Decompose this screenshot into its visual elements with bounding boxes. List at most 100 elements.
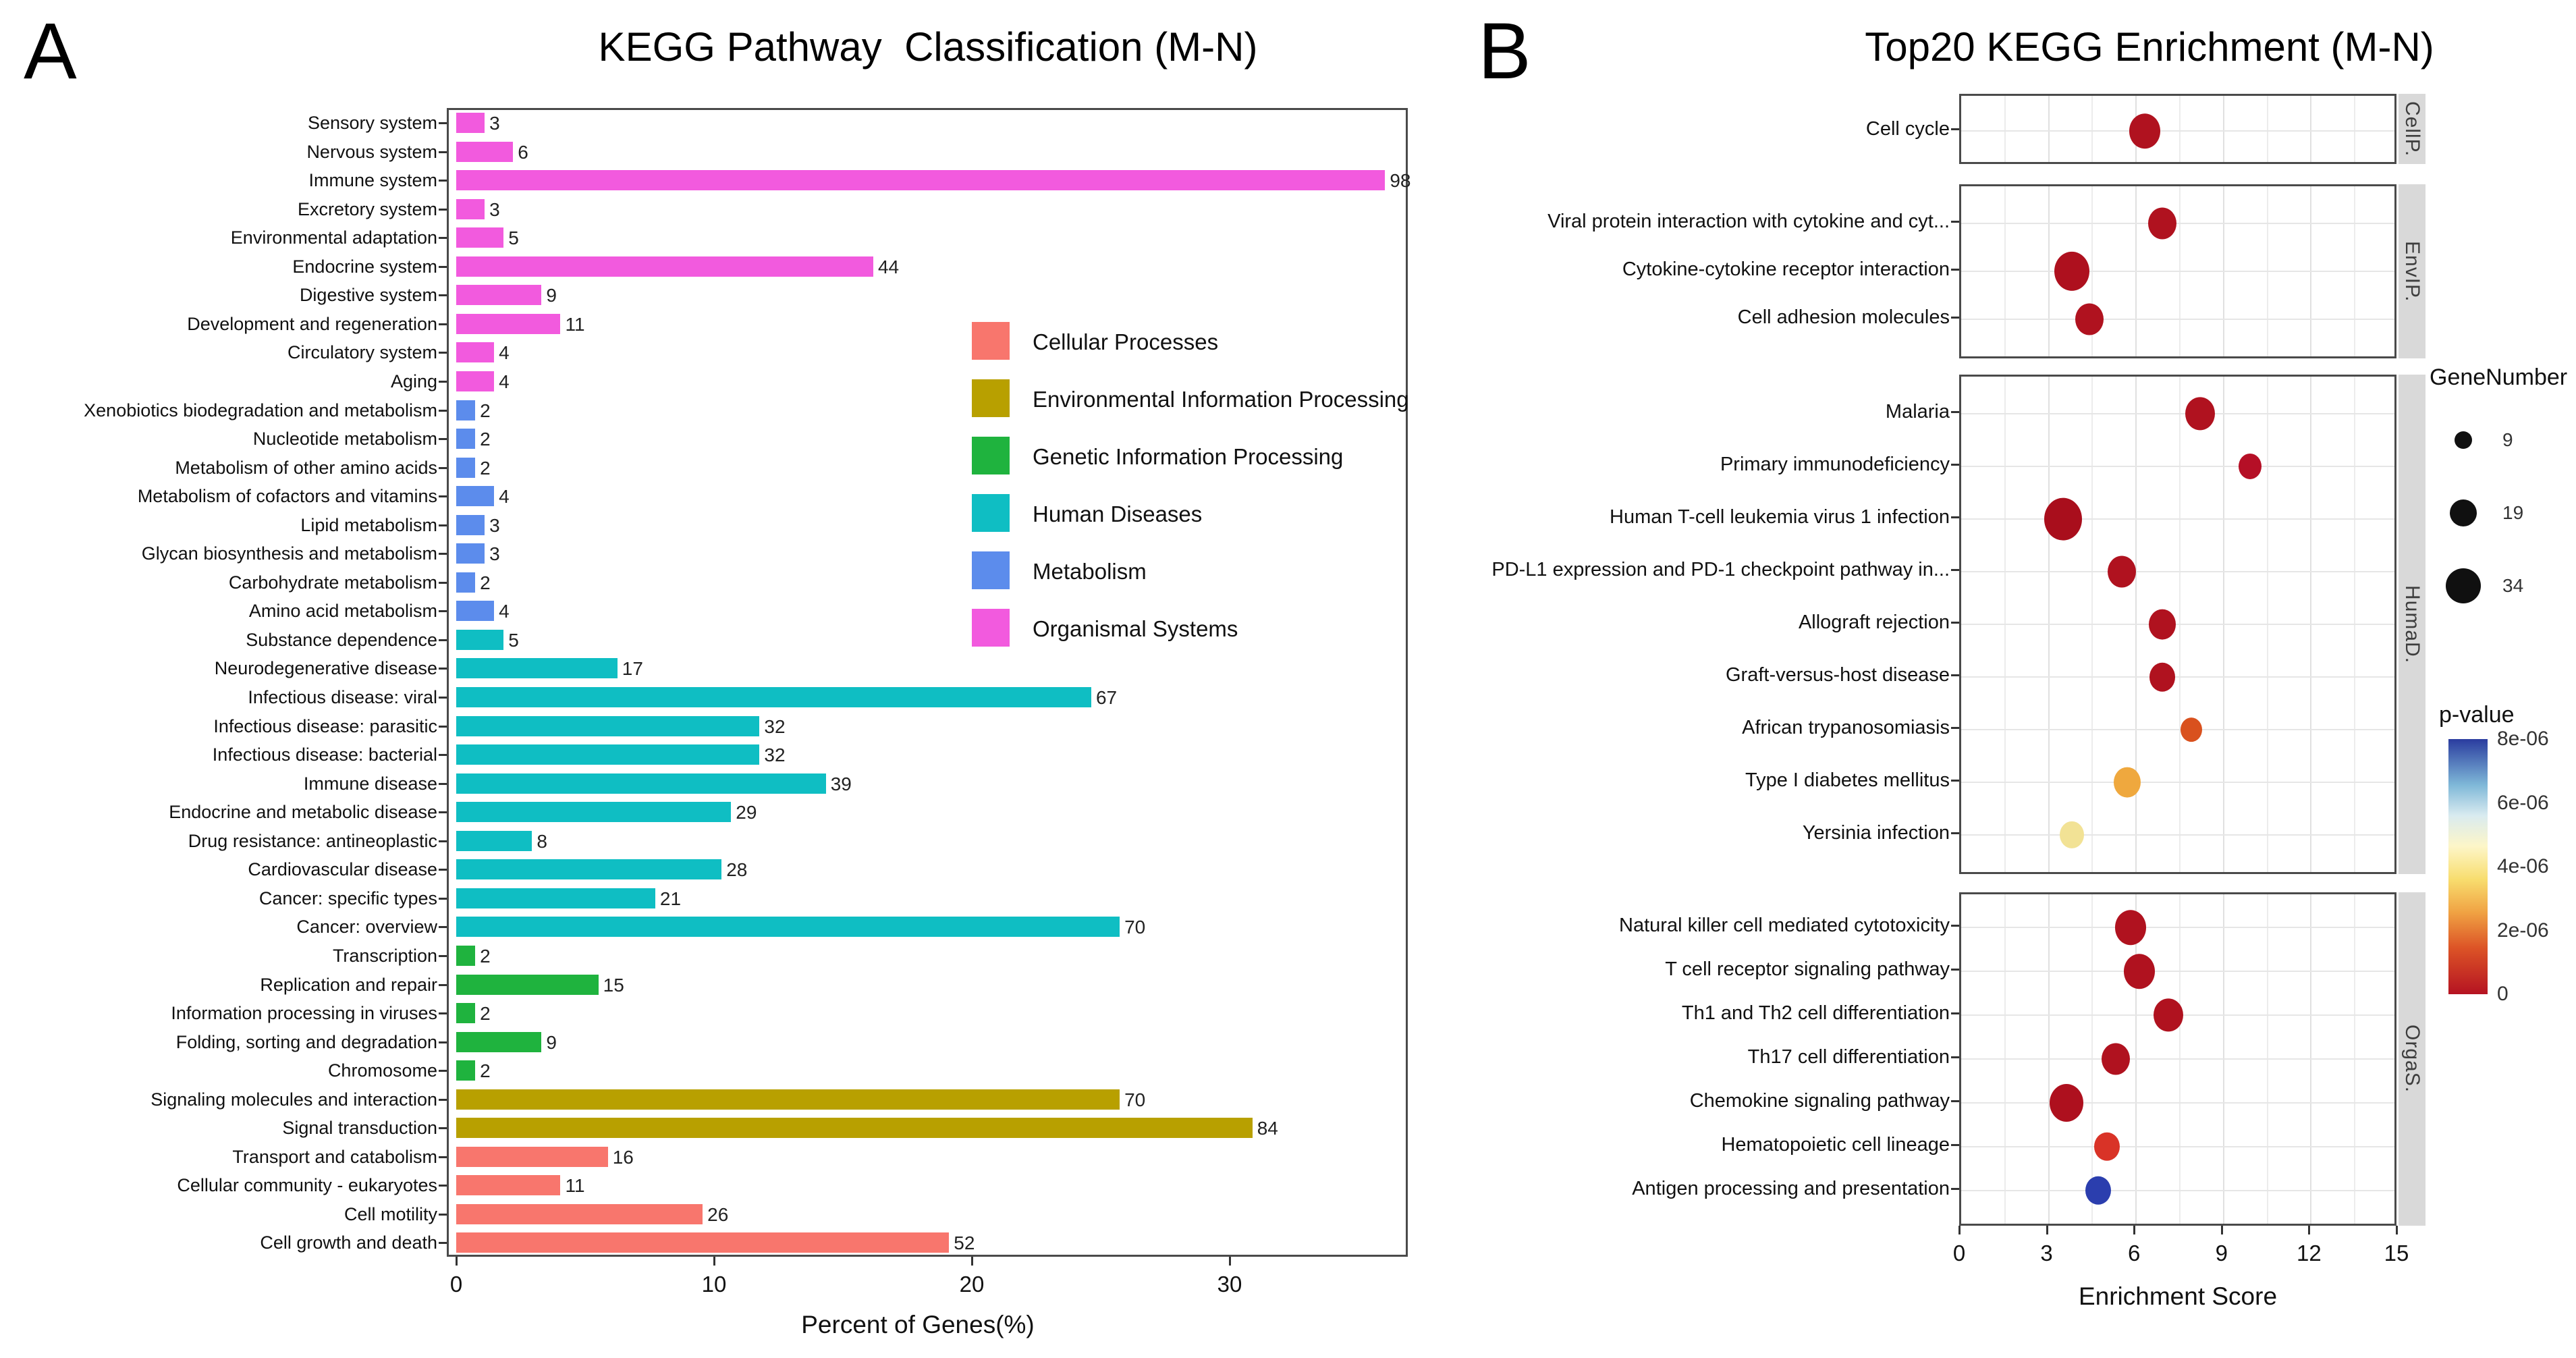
bar-value-label: 70: [1124, 917, 1146, 938]
dot-y-tick: [1951, 269, 1959, 271]
bar-category-label: Signaling molecules and interaction: [150, 1089, 437, 1110]
bar: [456, 457, 476, 478]
bar-value-label: 9: [546, 285, 557, 306]
pathway-label: Human T-cell leukemia virus 1 infection: [1610, 506, 1950, 528]
pathway-label: Primary immunodeficiency: [1720, 454, 1950, 475]
bar-category-label: Infectious disease: bacterial: [212, 744, 437, 765]
bar-value-label: 98: [1390, 170, 1411, 192]
legend-label: Cellular Processes: [1033, 329, 1219, 354]
bar-category-label: Substance dependence: [246, 629, 437, 650]
pathway-label: Type I diabetes mellitus: [1745, 769, 1950, 791]
pvalue-tick-label: 2e-06: [2497, 919, 2549, 942]
bar: [456, 572, 476, 593]
bar-category-label: Information processing in viruses: [171, 1003, 437, 1024]
bar-y-tick: [439, 954, 447, 957]
bar-value-label: 84: [1257, 1118, 1278, 1139]
pathway-label: T cell receptor signaling pathway: [1665, 958, 1950, 981]
bar-category-label: Lipid metabolism: [300, 514, 437, 535]
bar: [456, 198, 485, 219]
bar-y-tick: [439, 524, 447, 526]
dot-y-tick: [1951, 1143, 1959, 1146]
enrichment-dot: [2181, 717, 2203, 742]
facet-strip-label: EnvIP.: [2401, 240, 2423, 302]
row-gridline: [1961, 1189, 2394, 1191]
bar-category-label: Cell motility: [344, 1203, 437, 1224]
bar-value-label: 9: [546, 1031, 557, 1053]
bar-y-tick: [439, 1156, 447, 1158]
facet-strip: HumaD.: [2399, 375, 2426, 874]
bar-category-label: Cancer: specific types: [258, 888, 437, 908]
bar: [456, 1118, 1253, 1139]
facet-strip: OrgaS.: [2399, 892, 2426, 1226]
bar-value-label: 28: [726, 859, 748, 881]
dot-y-tick: [1951, 727, 1959, 729]
enrichment-dot: [2185, 397, 2216, 431]
bar: [456, 227, 504, 248]
enrichment-dot: [2060, 821, 2085, 849]
bar-value-label: 52: [954, 1232, 975, 1254]
bar-chart-x-axis-title: Percent of Genes(%): [801, 1311, 1035, 1338]
bar-value-label: 2: [480, 457, 491, 479]
bar-y-tick: [439, 237, 447, 240]
bar-x-tick: [713, 1257, 715, 1266]
bar-value-label: 4: [499, 601, 510, 622]
bar-y-tick: [439, 639, 447, 641]
row-gridline: [1961, 834, 2394, 836]
bar-category-label: Sensory system: [307, 113, 437, 133]
row-gridline: [1961, 271, 2394, 272]
bar-value-label: 3: [489, 113, 500, 134]
enrichment-dot: [2107, 555, 2136, 588]
bar-x-tick-label: 0: [449, 1272, 463, 1297]
bar: [456, 256, 873, 277]
bar-y-tick: [439, 1185, 447, 1187]
legend-swatch-organismal-systems: [972, 609, 1010, 647]
panel-a-title: KEGG Pathway Classification (M-N): [598, 24, 1258, 70]
row-gridline: [1961, 729, 2394, 730]
bar-y-tick: [439, 668, 447, 670]
bar-x-tick: [971, 1257, 973, 1266]
bar-y-tick: [439, 897, 447, 900]
pvalue-legend-title: p-value: [2439, 702, 2515, 728]
bar-y-tick: [439, 265, 447, 268]
bar: [456, 1146, 608, 1167]
dot-y-tick: [1951, 516, 1959, 518]
pathway-label: PD-L1 expression and PD-1 checkpoint pat…: [1491, 559, 1950, 580]
bar-category-label: Replication and repair: [260, 974, 437, 995]
bar-value-label: 67: [1095, 687, 1118, 708]
facet-strip-label: OrgaS.: [2401, 1025, 2423, 1093]
bar: [456, 859, 722, 880]
bar-x-tick-label: 20: [959, 1272, 985, 1297]
dot-x-tick-label: 6: [2128, 1241, 2141, 1266]
bar-category-label: Folding, sorting and degradation: [175, 1031, 437, 1052]
bar-category-label: Digestive system: [299, 285, 437, 306]
bar: [456, 629, 504, 650]
dot-y-tick: [1951, 411, 1959, 413]
pathway-label: Allograft rejection: [1798, 612, 1950, 633]
bar-value-label: 2: [480, 945, 491, 967]
pathway-label: Chemokine signaling pathway: [1689, 1089, 1950, 1112]
bar: [456, 658, 618, 679]
enrichment-dot: [2123, 954, 2155, 989]
bar: [456, 170, 1386, 191]
enrichment-dot: [2101, 1043, 2130, 1075]
enrichment-dot: [2044, 497, 2083, 541]
row-gridline: [1961, 1058, 2394, 1060]
dot-x-tick-label: 15: [2384, 1241, 2409, 1266]
bar-value-label: 8: [537, 830, 547, 852]
dot-y-tick: [1951, 969, 1959, 971]
bar: [456, 945, 476, 966]
dot-x-tick-label: 9: [2215, 1241, 2228, 1266]
bar-category-label: Metabolism of other amino acids: [175, 457, 437, 478]
bar-y-tick: [439, 122, 447, 124]
enrichment-dot: [2114, 767, 2141, 798]
bar-y-tick: [439, 725, 447, 728]
facet-humad: [1959, 375, 2396, 874]
bar-value-label: 17: [622, 658, 643, 680]
bar-value-label: 29: [736, 802, 757, 823]
bar-value-label: 3: [489, 543, 500, 565]
bar-y-tick: [439, 180, 447, 182]
bar-y-tick: [439, 1242, 447, 1245]
bar-y-tick: [439, 208, 447, 211]
bar: [456, 888, 655, 908]
